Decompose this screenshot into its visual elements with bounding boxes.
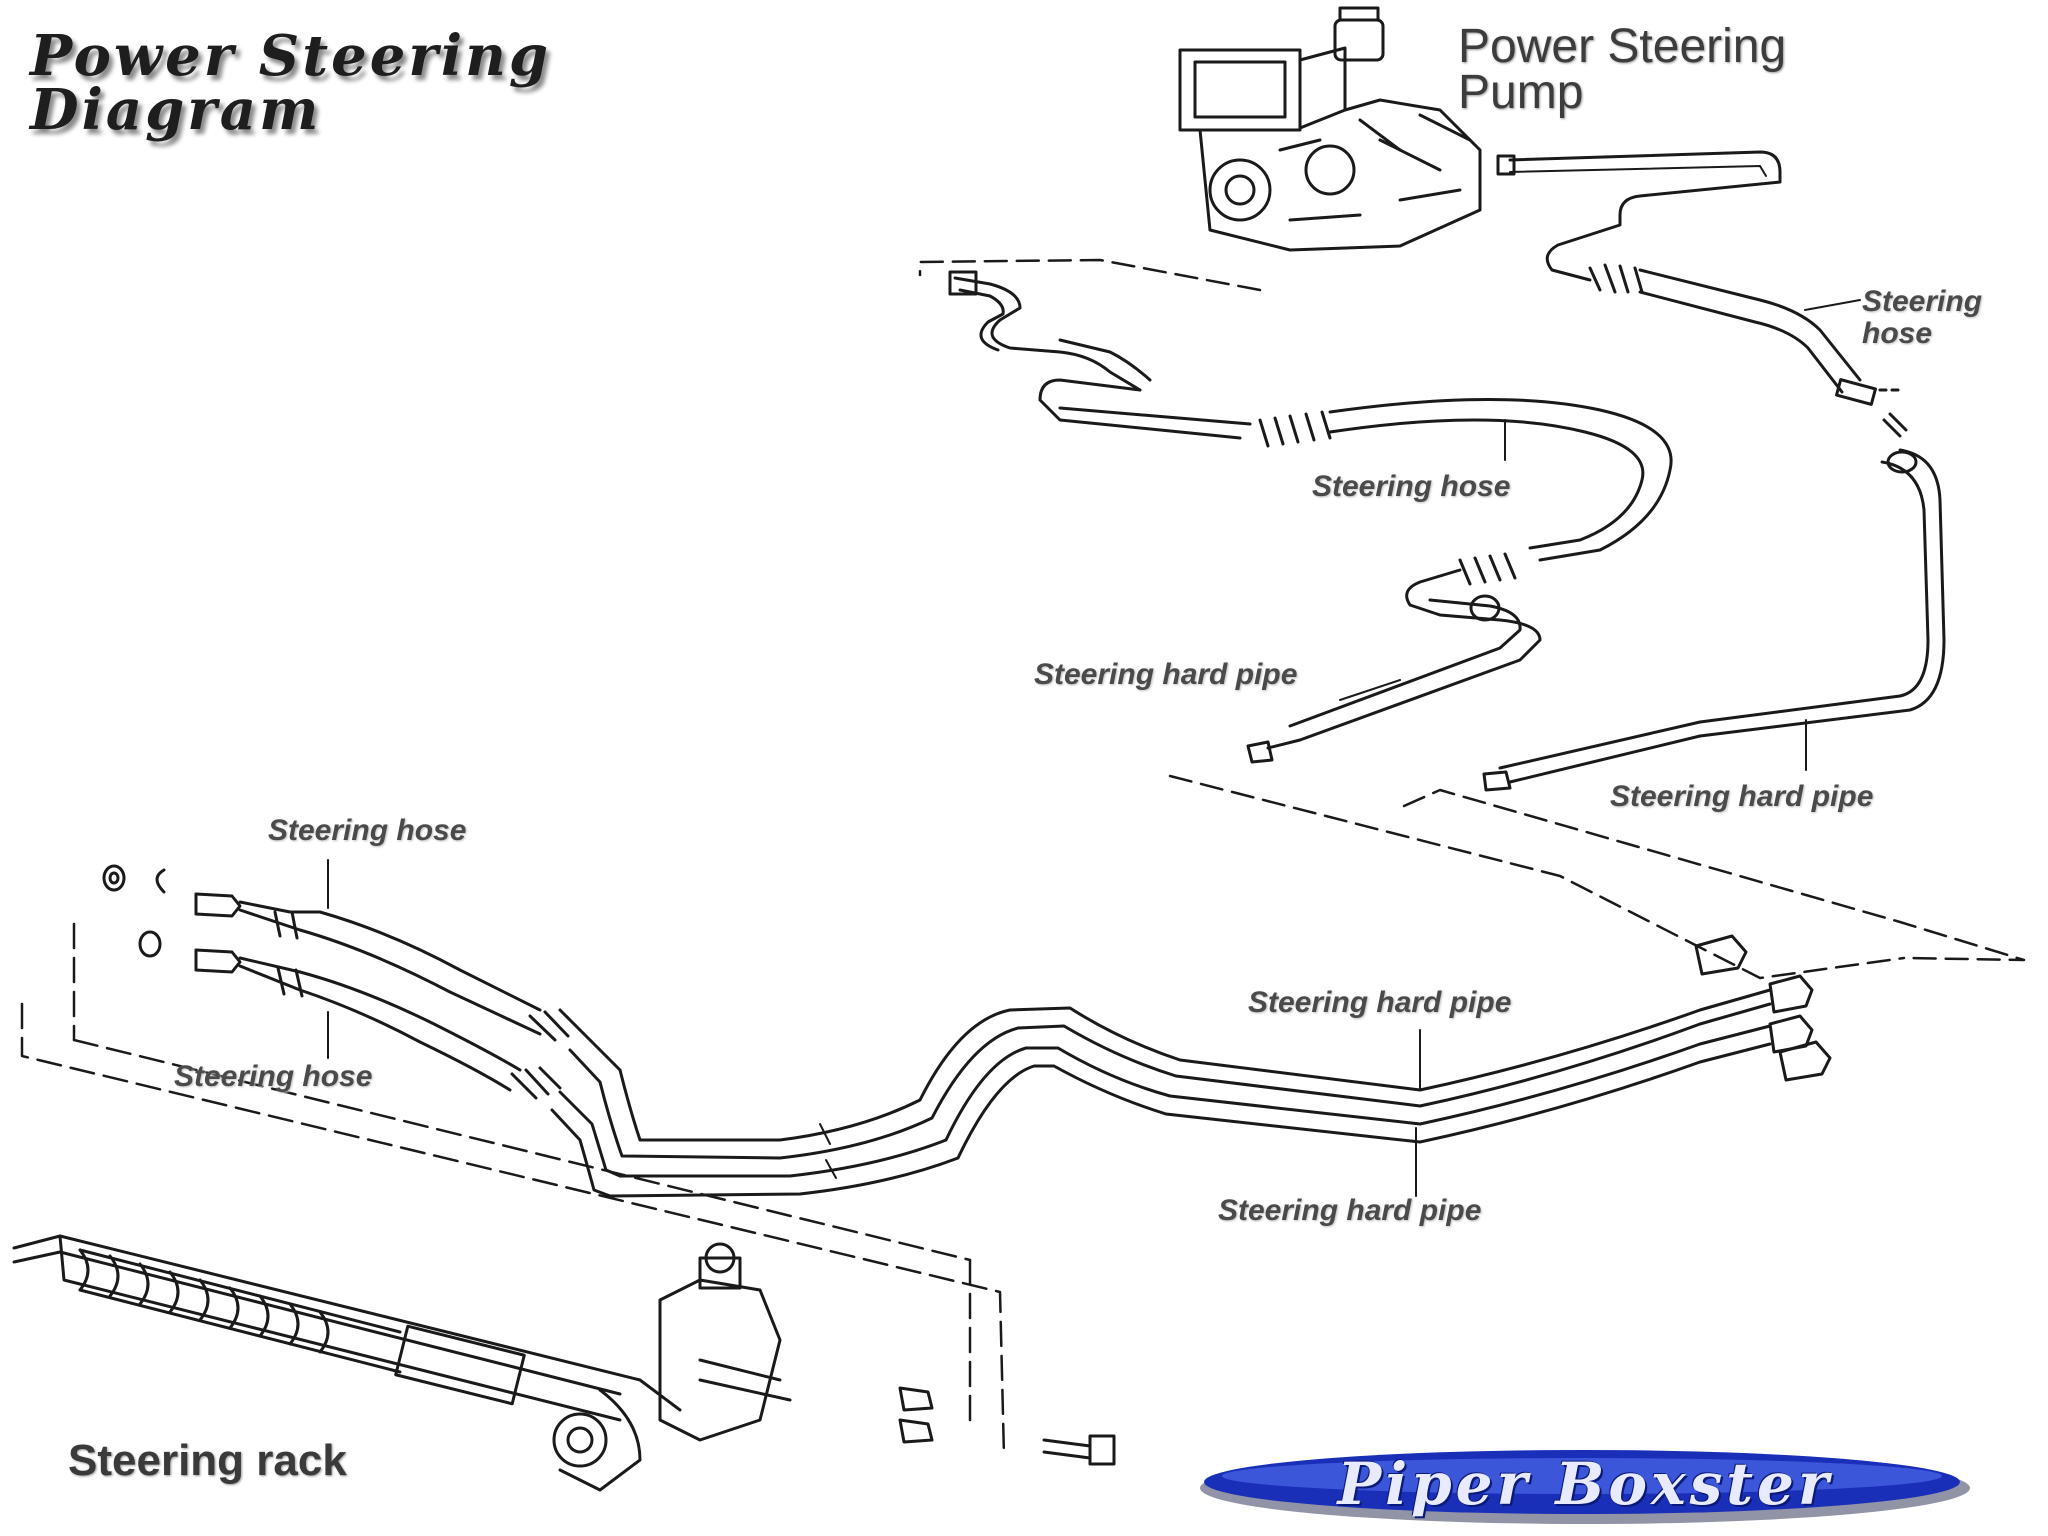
pump-title: Power Steering Pump xyxy=(1458,20,1787,119)
label-hose-left-lower: Steering hose xyxy=(174,1060,373,1093)
label-hose-middle: Steering hose xyxy=(1312,470,1511,503)
label-hard-pipe-right: Steering hard pipe xyxy=(1610,780,1874,813)
brand-logo-text: Piper Boxster xyxy=(1337,1450,1833,1518)
label-hard-pipe-center-upper: Steering hard pipe xyxy=(1248,986,1512,1019)
pump-title-line1: Power Steering xyxy=(1458,20,1787,73)
label-hard-pipe-center-lower: Steering hard pipe xyxy=(1218,1194,1482,1227)
diagram-title-line1: Power Steering xyxy=(30,23,552,89)
brand-logo: Piper Boxster xyxy=(1190,1436,1980,1532)
steering-rack-illustration xyxy=(12,1234,1116,1492)
label-hose-left-upper: Steering hose xyxy=(268,814,467,847)
diagram-title-line2: Diagram xyxy=(30,77,322,143)
label-hose-upper-right-line1: Steering xyxy=(1862,285,1983,318)
left-fittings xyxy=(102,864,242,974)
brand-logo-backdrop xyxy=(1200,1450,1970,1524)
label-hard-pipe-middle-left: Steering hard pipe xyxy=(1034,658,1298,691)
pump-illustration xyxy=(1178,6,1482,252)
label-hose-upper-right-line2: hose xyxy=(1862,317,1933,350)
steering-rack-title: Steering rack xyxy=(68,1436,347,1485)
pump-title-line2: Pump xyxy=(1458,66,1584,119)
label-hose-upper-right: Steering hose xyxy=(1862,286,1982,350)
